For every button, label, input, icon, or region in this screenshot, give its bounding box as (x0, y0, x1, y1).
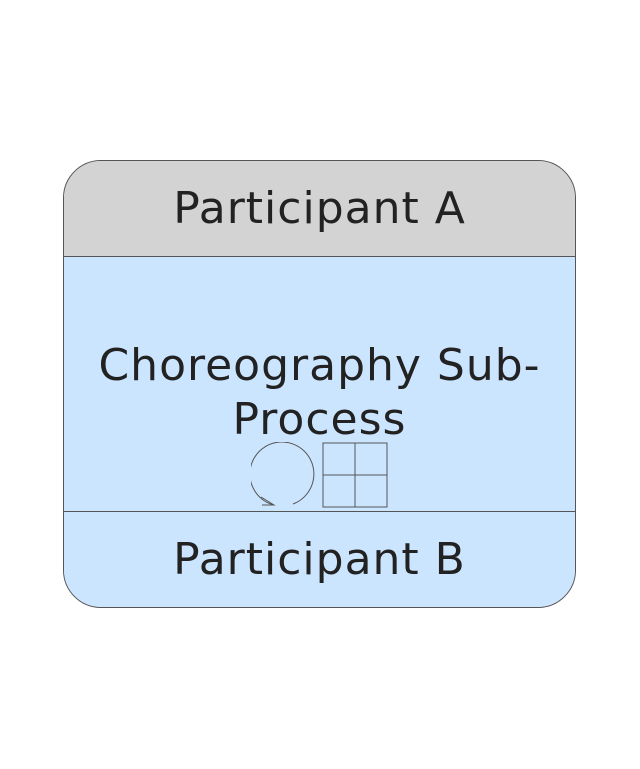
participant-b-label: Participant B (173, 534, 466, 585)
participant-a-label: Participant A (173, 183, 466, 234)
subprocess-grid-marker-icon (322, 442, 388, 508)
loop-marker-icon (251, 442, 315, 506)
activity-label: Choreography Sub- Process (98, 340, 541, 445)
participant-band-bottom[interactable]: Participant B (64, 511, 575, 607)
participant-band-top[interactable]: Participant A (64, 161, 575, 257)
activity-markers (251, 442, 388, 508)
choreography-subprocess-shape[interactable]: Participant A Choreography Sub- Process … (63, 160, 576, 608)
